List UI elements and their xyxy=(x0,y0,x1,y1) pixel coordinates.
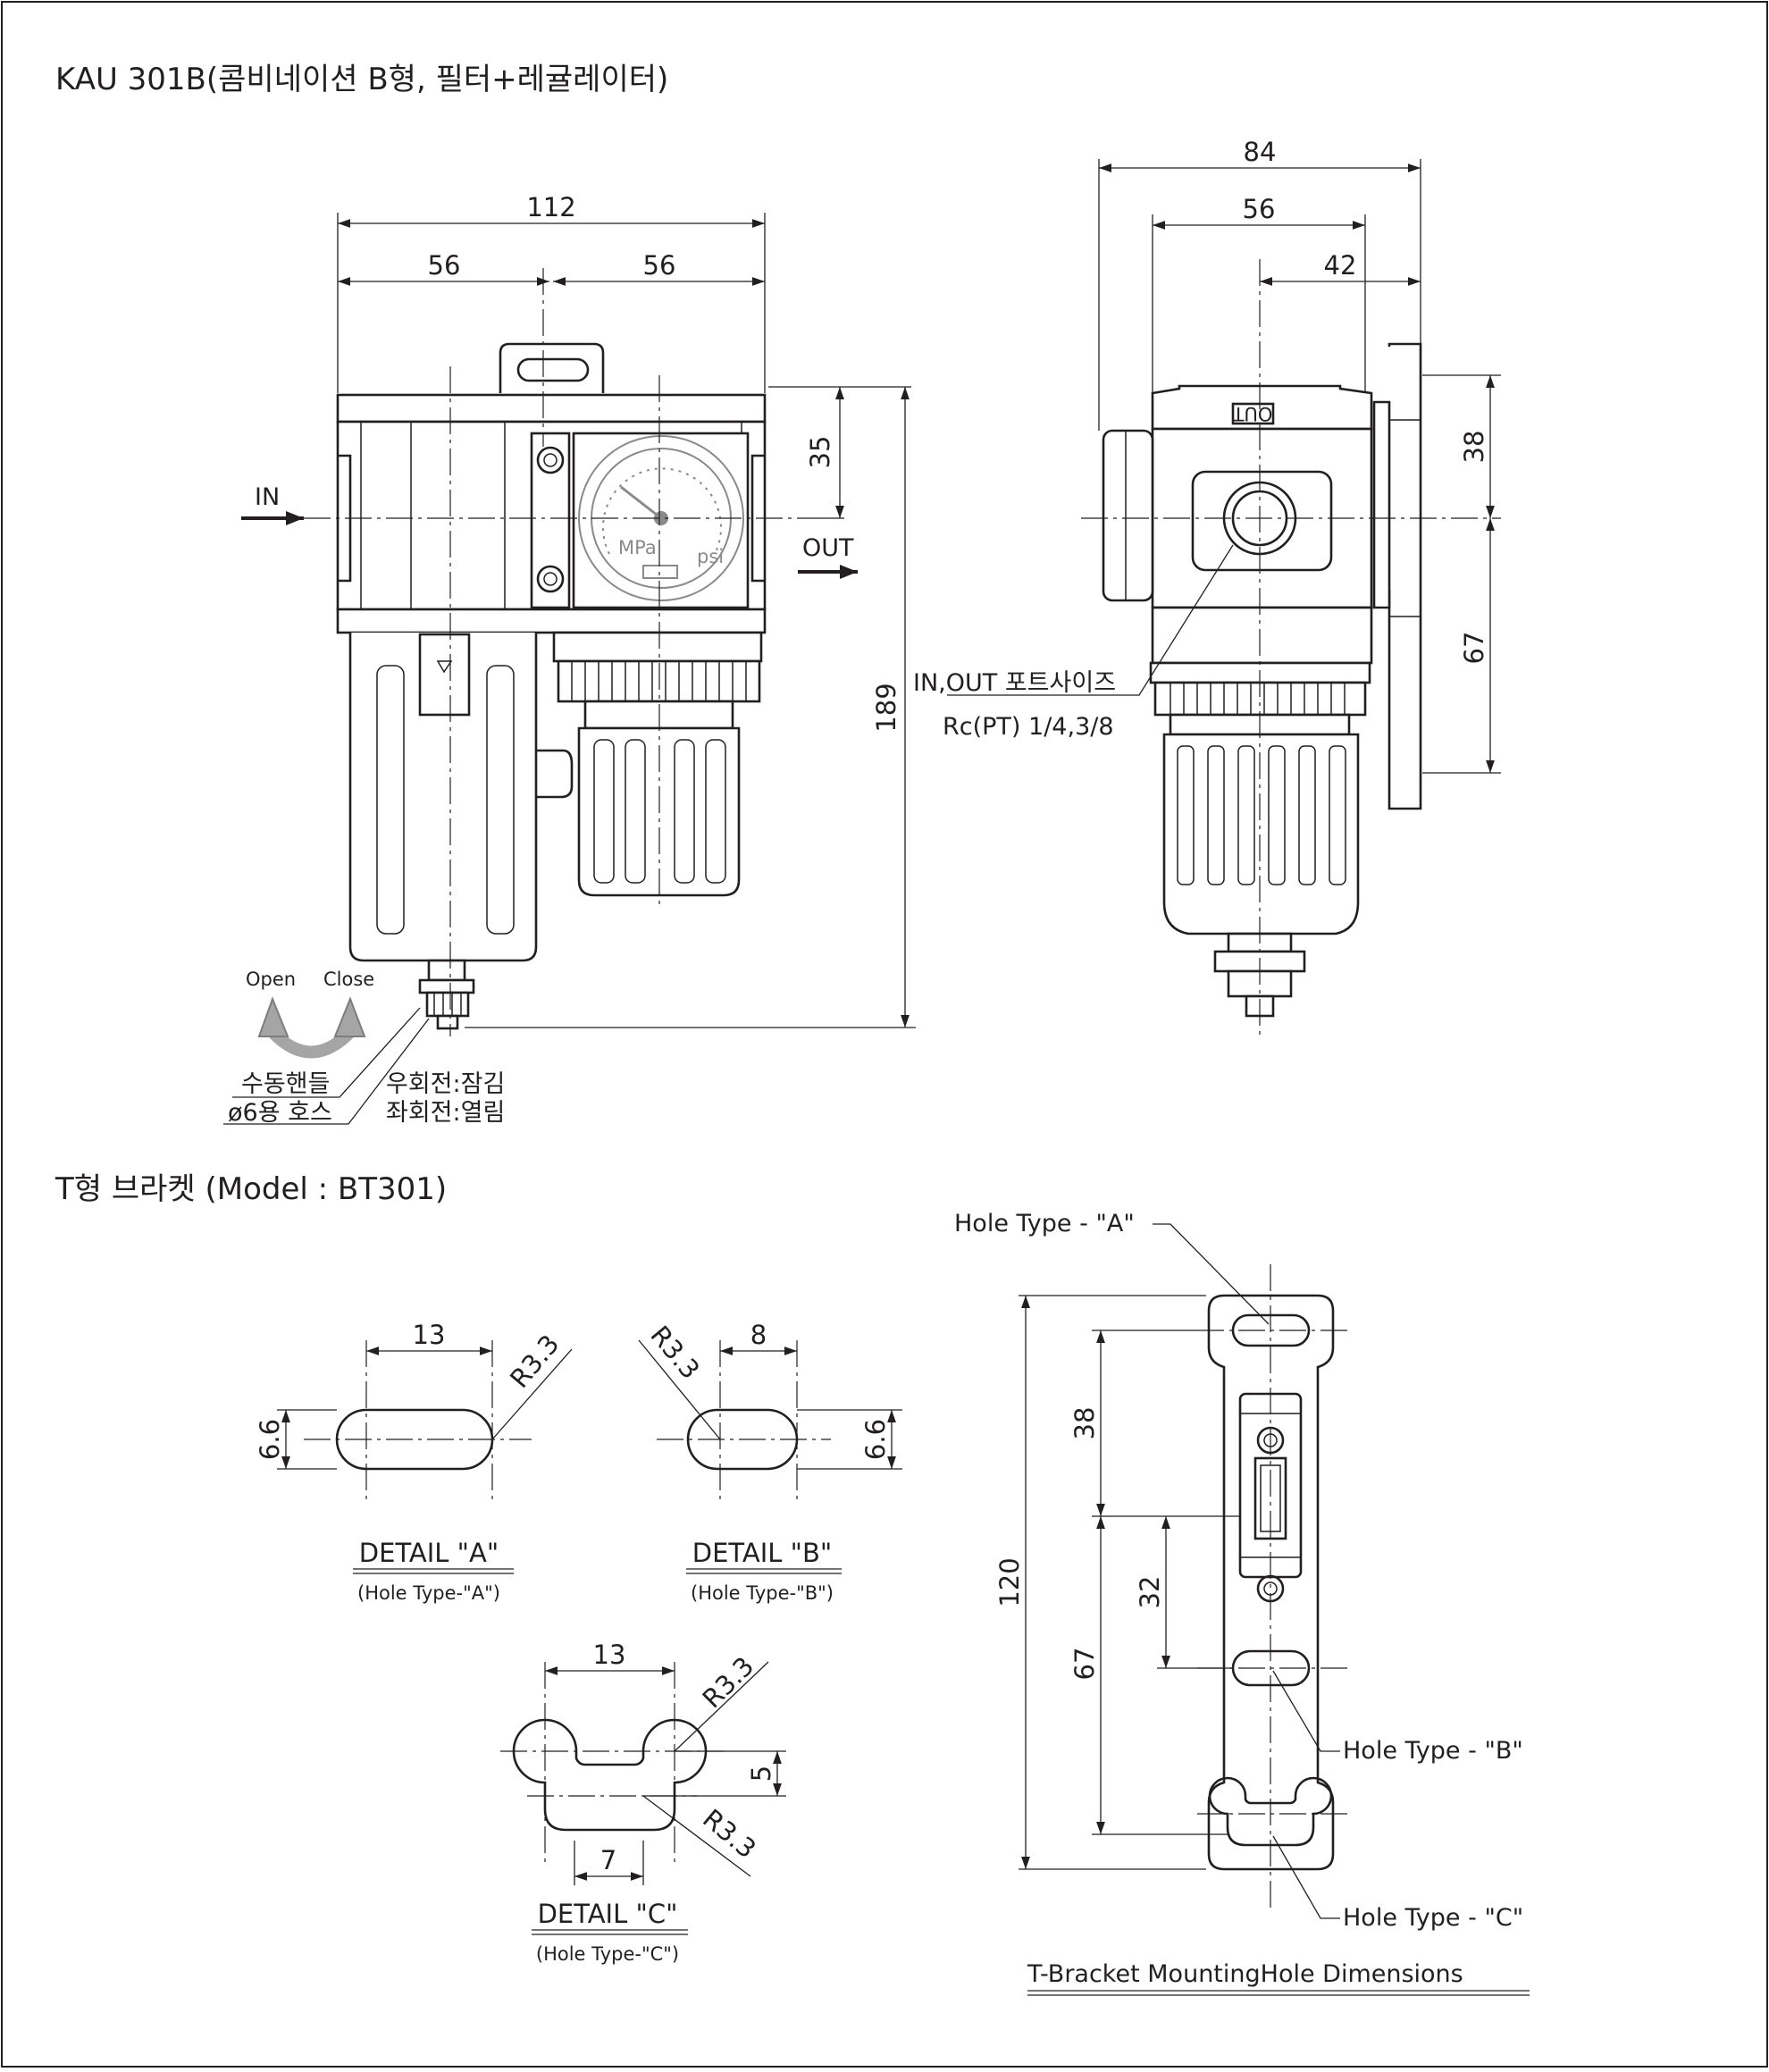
dim-side-total-width: 84 xyxy=(1244,137,1277,167)
front-body-cap xyxy=(336,393,767,424)
side-view: OUT 84 xyxy=(913,137,1501,1036)
bracket-center-slot xyxy=(1253,1456,1287,1540)
hose-label: ø6용 호스 xyxy=(228,1099,332,1127)
detail-b: 8 6.6 R3.3 DETAIL "B" (Hole Type-"B") xyxy=(638,1320,902,1604)
front-bowl-indicator xyxy=(418,633,471,717)
in-label: IN xyxy=(255,483,280,511)
rotate-arc-icon xyxy=(267,1027,356,1059)
t-bracket: Hole Type - "A" Hole Type - "B" Hole Typ… xyxy=(954,1210,1530,1996)
side-port-boss xyxy=(1191,470,1333,572)
detail-b-subtitle: (Hole Type-"B") xyxy=(691,1582,834,1604)
front-view: MPa psi xyxy=(223,192,916,1127)
dim-side-upper: 38 xyxy=(1459,431,1489,464)
hole-type-b-label: Hole Type - "B" xyxy=(1343,1737,1523,1765)
dim-side-lower: 67 xyxy=(1459,632,1489,665)
detail-c-subtitle: (Hole Type-"C") xyxy=(536,1943,679,1965)
dim-front-left-half: 56 xyxy=(428,250,461,281)
hole-type-a-label: Hole Type - "A" xyxy=(954,1210,1135,1237)
side-out-mark-box xyxy=(1231,402,1275,425)
close-arrow-icon xyxy=(333,996,366,1037)
dim-side-body-width: 56 xyxy=(1243,194,1276,224)
pressure-gauge-icon xyxy=(578,435,744,601)
side-body-lower xyxy=(1151,606,1373,665)
manual-drain-handle xyxy=(425,991,470,1018)
gauge-psi-label: psi xyxy=(697,546,724,567)
dim-bracket-upper: 38 xyxy=(1069,1407,1100,1440)
dim-bracket-slot: 32 xyxy=(1135,1576,1165,1609)
dim-bracket-lower: 67 xyxy=(1069,1648,1100,1681)
detail-b-length: 8 xyxy=(750,1320,767,1350)
port-size-label: IN,OUT 포트사이즈 xyxy=(913,669,1116,697)
detail-a-subtitle: (Hole Type-"A") xyxy=(357,1582,500,1604)
detail-a-title: DETAIL "A" xyxy=(359,1538,499,1568)
front-bowl-window-right xyxy=(486,665,515,935)
bracket-title: T형 브라켓 (Model : BT301) xyxy=(54,1171,447,1207)
gauge-needle-icon xyxy=(620,485,662,520)
detail-a-height: 6.6 xyxy=(255,1419,285,1460)
detail-c: 13 5 7 R3.3 R3.3 DETAIL "C" (Hole Type-"… xyxy=(500,1640,786,1965)
dim-front-top-offset: 35 xyxy=(805,436,835,469)
port-thread-label: Rc(PT) 1/4,3/8 xyxy=(943,713,1114,741)
front-bolt-bottom xyxy=(536,565,565,593)
detail-c-length: 13 xyxy=(593,1640,626,1670)
side-gauge-profile xyxy=(1102,429,1154,602)
gauge-logo-badge xyxy=(642,565,678,579)
detail-c-outline xyxy=(512,1718,708,1832)
front-regulator-collar xyxy=(552,631,763,663)
hole-type-c-label: Hole Type - "C" xyxy=(1343,1904,1523,1932)
detail-c-title: DETAIL "C" xyxy=(538,1899,678,1929)
out-label: OUT xyxy=(802,534,854,562)
detail-b-title: DETAIL "B" xyxy=(692,1538,832,1568)
close-label: Close xyxy=(323,969,374,990)
dim-bracket-total: 120 xyxy=(994,1557,1025,1606)
right-turn-label: 우회전:잠김 xyxy=(386,1070,505,1098)
detail-b-height: 6.6 xyxy=(860,1419,891,1460)
dim-front-total-height: 189 xyxy=(871,683,901,732)
front-out-boss xyxy=(750,454,765,583)
front-bowl-window-left xyxy=(376,665,405,935)
front-hose-nipple xyxy=(436,1014,459,1030)
detail-a-length: 13 xyxy=(413,1320,446,1350)
gauge-mpa-label: MPa xyxy=(618,537,657,558)
main-title: KAU 301B(콤비네이션 B형, 필터+레귤레이터) xyxy=(55,62,668,97)
detail-b-radius: R3.3 xyxy=(644,1320,706,1385)
side-bracket-plate xyxy=(1388,342,1422,810)
detail-c-bottom: 7 xyxy=(600,1845,616,1875)
left-turn-label: 좌회전:열림 xyxy=(386,1099,505,1127)
detail-c-depth: 5 xyxy=(746,1766,776,1782)
dim-side-center-offset: 42 xyxy=(1324,250,1357,281)
manual-handle-label: 수동핸들 xyxy=(241,1070,330,1098)
open-arrow-icon xyxy=(257,996,289,1037)
side-out-mark: OUT xyxy=(1232,403,1272,424)
front-drain-nut xyxy=(427,959,466,982)
front-bolt-top xyxy=(536,446,565,474)
dim-front-right-half: 56 xyxy=(643,250,676,281)
bracket-caption: T-Bracket MountingHole Dimensions xyxy=(1027,1960,1463,1988)
front-side-fitting xyxy=(536,749,574,799)
front-body-base xyxy=(336,608,767,634)
front-tab-slot xyxy=(516,357,590,382)
bracket-hole-c xyxy=(1208,1776,1333,1847)
detail-c-radius-bottom: R3.3 xyxy=(697,1803,762,1865)
detail-c-radius-top: R3.3 xyxy=(696,1650,759,1714)
dim-front-total-width: 112 xyxy=(526,192,575,222)
detail-a: 13 6.6 R3.3 DETAIL "A" (Hole Type-"A") xyxy=(255,1320,573,1604)
detail-a-radius: R3.3 xyxy=(504,1329,566,1394)
open-label: Open xyxy=(246,969,296,990)
